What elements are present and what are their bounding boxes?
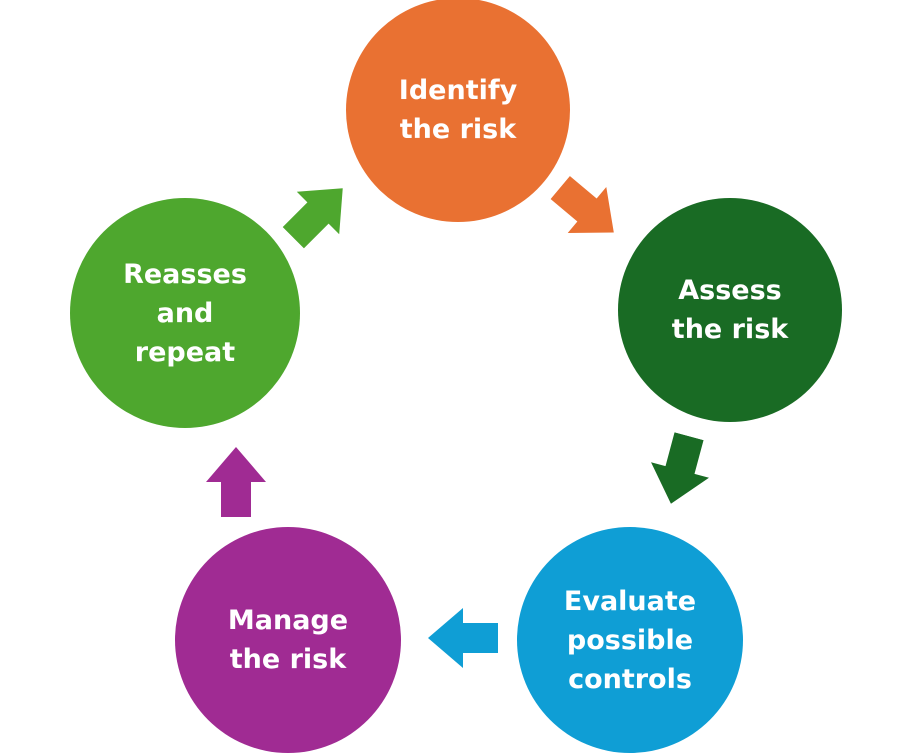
step-evaluate-circle: Evaluate possible controls xyxy=(517,527,743,753)
step-assess-circle: Assess the risk xyxy=(618,198,842,422)
step-evaluate-label: Evaluate possible controls xyxy=(563,585,697,695)
step-identify-circle: Identify the risk xyxy=(346,0,570,222)
step-identify-label: Identify the risk xyxy=(398,75,518,145)
arrow-down-icon xyxy=(651,432,709,504)
arrow-left-icon xyxy=(428,608,498,668)
step-assess-label: Assess the risk xyxy=(671,275,789,345)
step-reassess-circle: Reasses and repeat xyxy=(70,198,300,428)
arrow-right-icon xyxy=(550,176,614,233)
step-reassess-label: Reasses and repeat xyxy=(123,258,247,368)
step-manage-circle: Manage the risk xyxy=(175,527,401,753)
arrow-up-right-icon xyxy=(282,188,343,249)
step-manage-label: Manage the risk xyxy=(227,605,349,675)
arrow-up-icon xyxy=(206,447,266,517)
